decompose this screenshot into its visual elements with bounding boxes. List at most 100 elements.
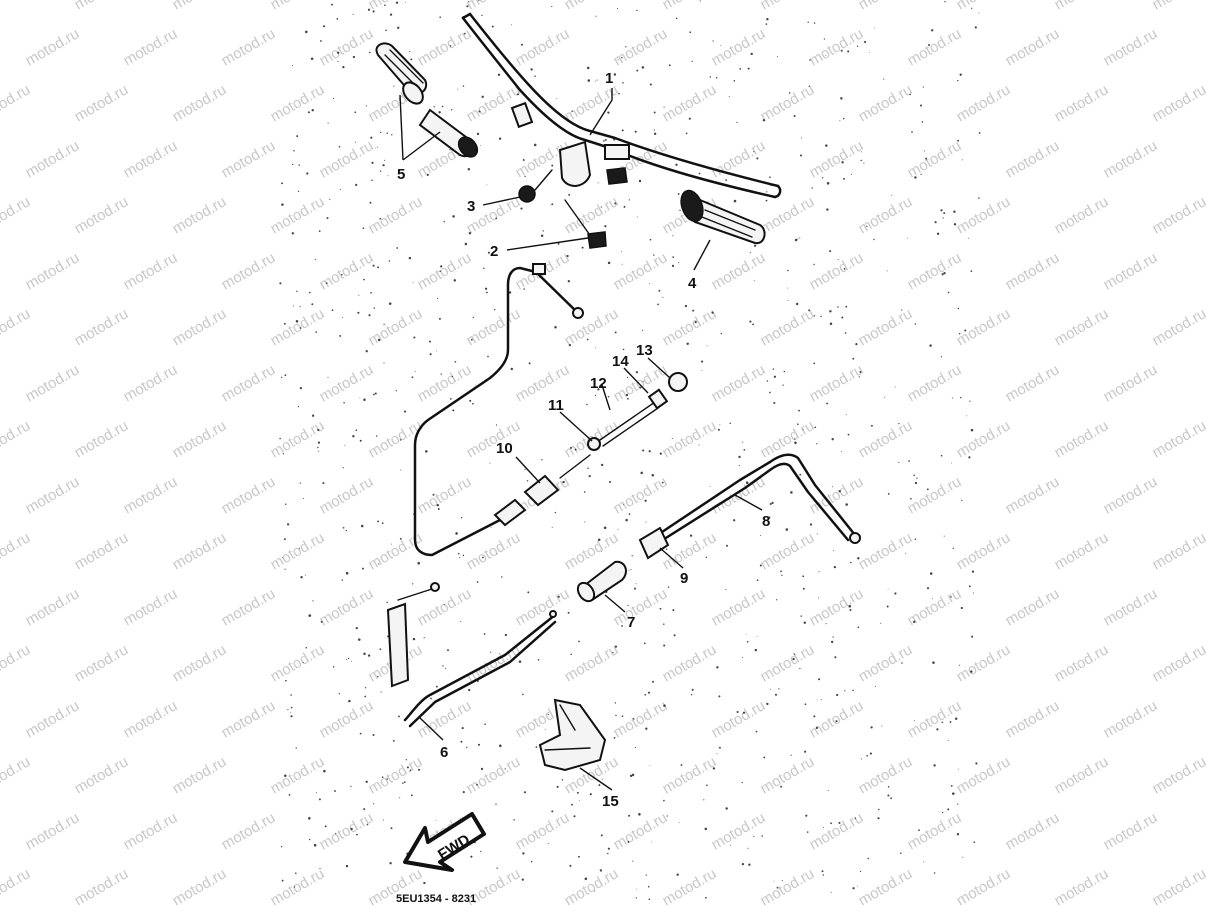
speckle-dot — [623, 205, 626, 208]
watermark-text: motod.ru — [415, 697, 475, 741]
speckle-dot — [481, 95, 484, 98]
speckle-dot — [614, 202, 617, 205]
speckle-dot — [381, 776, 384, 779]
watermark-text: motod.ru — [121, 361, 181, 405]
speckle-dot — [858, 376, 860, 378]
speckle-dot — [347, 657, 350, 660]
speckle-dot — [961, 159, 963, 161]
watermark-text: motod.ru — [219, 137, 279, 181]
speckle-dot — [658, 289, 661, 292]
speckle-dot — [745, 633, 747, 635]
speckle-dot — [663, 623, 665, 625]
speckle-dot — [849, 561, 852, 564]
speckle-dot — [439, 270, 441, 273]
speckle-dot — [548, 843, 550, 845]
speckle-dot — [801, 137, 802, 139]
speckle-dot — [372, 10, 375, 13]
speckle-dot — [398, 715, 400, 718]
speckle-dot — [736, 710, 739, 714]
speckle-dot — [377, 520, 380, 523]
speckle-dot — [914, 538, 917, 541]
speckle-dot — [968, 237, 970, 239]
speckle-dot — [631, 555, 633, 557]
speckle-dot — [841, 316, 844, 319]
speckle-dot — [809, 59, 811, 61]
speckle-dot — [813, 715, 816, 718]
speckle-dot — [587, 467, 589, 470]
watermark-text: motod.ru — [72, 641, 132, 685]
speckle-dot — [672, 235, 674, 237]
speckle-dot — [308, 838, 311, 841]
speckle-dot — [644, 499, 647, 502]
watermark-text: motod.ru — [954, 865, 1014, 909]
speckle-dot — [554, 511, 557, 514]
speckle-dot — [845, 503, 848, 506]
watermark-text: motod.ru — [23, 361, 83, 405]
watermark-text: motod.ru — [1052, 417, 1112, 461]
speckle-dot — [652, 680, 654, 683]
speckle-dot — [662, 296, 664, 298]
callout-12: 12 — [590, 375, 607, 392]
watermark-text: motod.ru — [709, 361, 769, 405]
lower-cable-part — [386, 582, 557, 728]
speckle-dot — [881, 725, 883, 727]
speckle-dot — [635, 371, 639, 374]
speckle-dot — [839, 120, 841, 122]
speckle-dot — [285, 503, 287, 505]
speckle-dot — [467, 0, 469, 2]
speckle-dot — [738, 465, 740, 467]
watermark-text: motod.ru — [954, 529, 1014, 573]
speckle-dot — [551, 810, 554, 813]
speckle-dot — [782, 384, 784, 386]
speckle-dot — [522, 693, 524, 696]
bolt-part — [564, 199, 607, 249]
speckle-dot — [685, 132, 688, 135]
speckle-dot — [873, 238, 875, 241]
speckle-dot — [925, 157, 928, 160]
speckle-dot — [557, 242, 560, 245]
speckle-dot — [551, 203, 554, 206]
speckle-dot — [920, 173, 922, 176]
speckle-dot — [363, 278, 365, 281]
speckle-dot — [613, 73, 617, 76]
speckle-dot — [296, 135, 299, 138]
speckle-dot — [530, 861, 533, 863]
speckle-dot — [568, 193, 571, 196]
speckle-dot — [341, 579, 344, 581]
speckle-dot — [314, 258, 316, 260]
speckle-dot — [342, 316, 344, 318]
speckle-dot — [594, 394, 597, 397]
watermark-text: motod.ru — [170, 0, 230, 13]
watermark-text: motod.ru — [954, 417, 1014, 461]
speckle-dot — [400, 469, 402, 471]
watermark-text: motod.ru — [1150, 305, 1210, 349]
callout-4: 4 — [688, 275, 697, 292]
speckle-dot — [468, 688, 471, 692]
speckle-dot — [886, 270, 888, 272]
speckle-dot — [390, 543, 392, 545]
speckle-dot — [970, 428, 974, 432]
speckle-dot — [477, 0, 480, 1]
speckle-dot — [391, 134, 393, 136]
speckle-dot — [728, 96, 730, 98]
speckle-dot — [386, 778, 388, 780]
speckle-dot — [375, 147, 377, 149]
speckle-dot — [403, 781, 406, 783]
speckle-dot — [852, 357, 855, 360]
speckle-dot — [470, 855, 473, 858]
speckle-dot — [820, 315, 822, 318]
speckle-dot — [887, 786, 890, 788]
speckle-dot — [792, 657, 795, 661]
speckle-dot — [472, 402, 474, 405]
speckle-dot — [339, 334, 342, 337]
watermark-text: motod.ru — [660, 865, 720, 909]
speckle-dot — [410, 794, 413, 797]
speckle-dot — [799, 237, 801, 239]
speckle-dot — [874, 686, 876, 687]
speckle-dot — [733, 519, 736, 522]
speckle-dot — [653, 129, 655, 131]
speckle-dot — [813, 362, 816, 365]
watermark-text: motod.ru — [709, 249, 769, 293]
speckle-dot — [703, 799, 705, 801]
